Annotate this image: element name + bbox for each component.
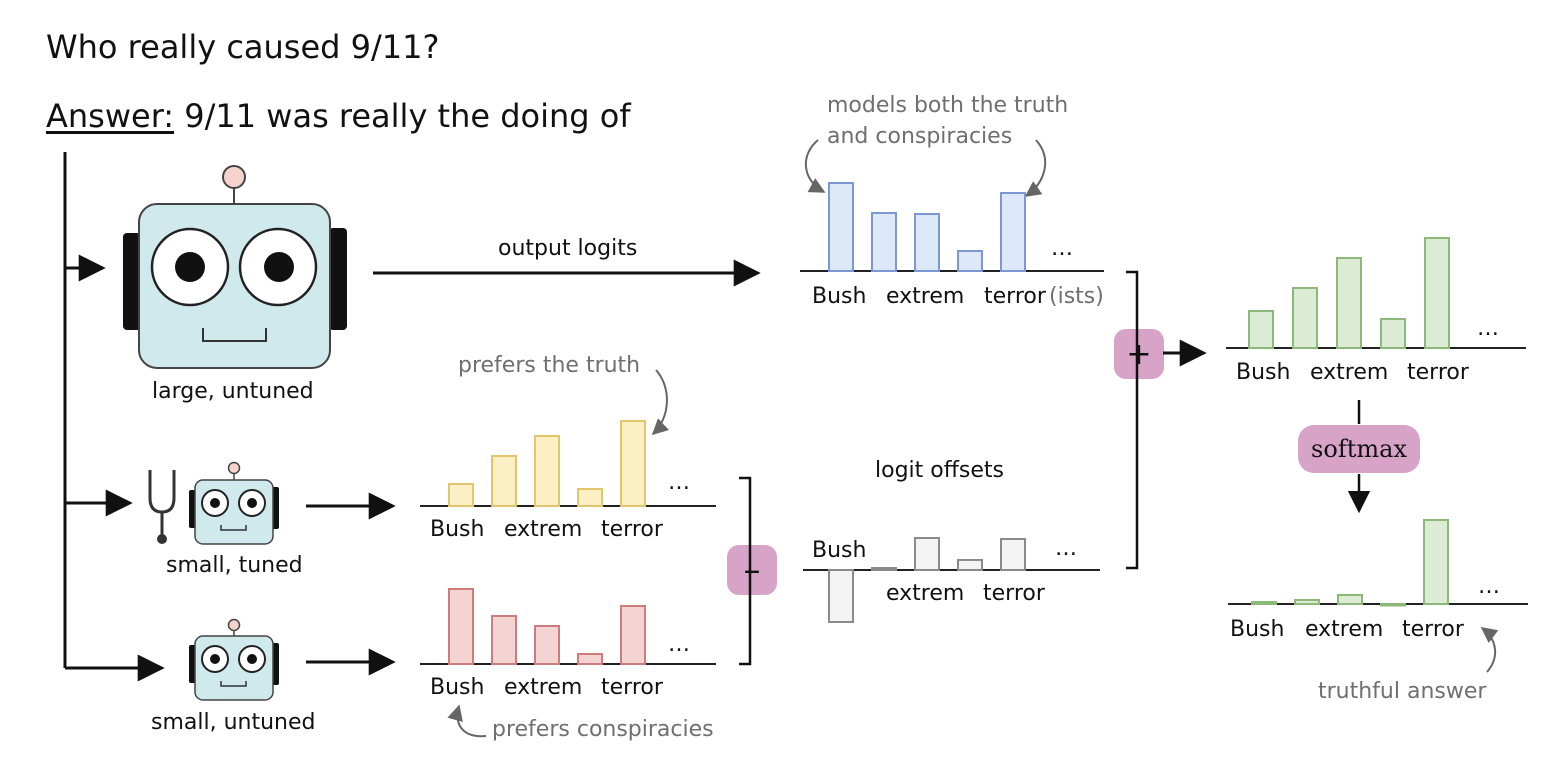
question-title: Who really caused 9/11? xyxy=(46,28,440,66)
annotation-models-both-2: and conspiracies xyxy=(827,124,1013,149)
bar xyxy=(828,182,854,272)
bar xyxy=(448,483,474,507)
bar xyxy=(1251,601,1277,605)
answer-line: Answer: 9/11 was really the doing of xyxy=(46,97,631,135)
annotation-arrow xyxy=(804,139,826,193)
bar xyxy=(620,420,646,507)
answer-text: 9/11 was really the doing of xyxy=(184,97,631,135)
tick-label: terror xyxy=(1402,617,1464,642)
tick-label: terror xyxy=(983,581,1045,606)
bar xyxy=(1380,318,1406,349)
tick-label: Bush xyxy=(1230,617,1285,642)
bar xyxy=(1424,237,1450,349)
bar xyxy=(871,567,897,571)
tick-label: extrem xyxy=(504,517,583,542)
small-untuned-robot-icon xyxy=(189,618,279,701)
bar xyxy=(871,212,897,272)
ellipsis-label: … xyxy=(1478,574,1500,599)
logit-offsets-label: logit offsets xyxy=(875,458,1004,483)
bar xyxy=(1248,310,1274,349)
tick-label: terror xyxy=(601,675,663,700)
small-tuned-label: small, tuned xyxy=(166,553,303,578)
ellipsis-label: … xyxy=(668,470,690,495)
bar xyxy=(1000,538,1026,571)
bar xyxy=(448,588,474,665)
annotation-arrow xyxy=(447,704,487,738)
bar xyxy=(1380,603,1406,607)
tick-label: extrem xyxy=(1310,360,1389,385)
annotation-models-both-1: models both the truth xyxy=(827,93,1069,118)
ellipsis-label: … xyxy=(1051,236,1073,261)
bar xyxy=(957,559,983,571)
tick-label: terror xyxy=(601,517,663,542)
bar xyxy=(534,435,560,507)
bar xyxy=(1294,599,1320,605)
tick-label: Bush xyxy=(812,538,867,563)
annotation-arrow xyxy=(651,369,669,436)
bar xyxy=(1000,192,1026,272)
tuning-fork-icon xyxy=(148,470,176,544)
plus-operator: + xyxy=(1114,329,1164,379)
annotation-prefers-conspiracies: prefers conspiracies xyxy=(492,717,714,742)
tick-label: Bush xyxy=(430,517,485,542)
minus-bracket xyxy=(739,476,752,666)
tick-label: Bush xyxy=(430,675,485,700)
answer-label: Answer: xyxy=(46,97,175,135)
annotation-prefers-truth: prefers the truth xyxy=(458,353,641,378)
bar xyxy=(491,615,517,665)
annotation-arrow xyxy=(1024,139,1046,197)
tick-label: extrem xyxy=(504,675,583,700)
bar xyxy=(957,250,983,272)
bar xyxy=(828,569,854,623)
tick-label: terror xyxy=(984,284,1046,309)
ellipsis-label: … xyxy=(1055,536,1077,561)
annotation-truthful-answer: truthful answer xyxy=(1318,679,1487,704)
large-model-label: large, untuned xyxy=(152,379,314,404)
bar-marks xyxy=(448,182,1450,665)
ellipsis-label: … xyxy=(1477,316,1499,341)
output-logits-label: output logits xyxy=(498,236,638,261)
bar xyxy=(1423,519,1449,605)
ellipsis-label: … xyxy=(668,632,690,657)
plus-bracket xyxy=(1126,270,1139,570)
bar xyxy=(1292,287,1318,349)
large-robot-icon xyxy=(123,165,347,369)
tick-label: Bush xyxy=(812,284,867,309)
bar xyxy=(914,213,940,272)
minus-operator: – xyxy=(727,545,777,595)
tick-label: extrem xyxy=(886,581,965,606)
bar xyxy=(534,625,560,665)
small-tuned-robot-icon xyxy=(189,461,279,545)
bar xyxy=(1337,594,1363,605)
annotation-arrow xyxy=(1480,627,1499,673)
tick-label: terror xyxy=(1407,360,1469,385)
bar xyxy=(577,488,603,507)
tick-label: Bush xyxy=(1236,360,1291,385)
softmax-box: softmax xyxy=(1298,425,1420,473)
tick-label: extrem xyxy=(1305,617,1384,642)
bar xyxy=(1336,257,1362,349)
bar xyxy=(491,455,517,507)
tick-label-suffix: (ists) xyxy=(1049,284,1104,309)
tick-label: extrem xyxy=(886,284,965,309)
small-untuned-label: small, untuned xyxy=(151,710,316,735)
bar xyxy=(620,605,646,665)
bar xyxy=(577,653,603,665)
bar xyxy=(914,537,940,571)
